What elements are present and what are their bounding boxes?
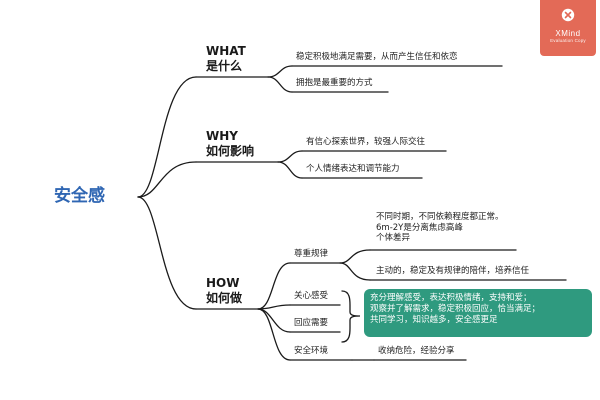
topic-why-en: WHY: [206, 129, 238, 143]
respect-note-1: 不同时期，不同依赖程度都正常。: [376, 212, 504, 222]
connector-respect-item2: [339, 262, 371, 281]
topic-what[interactable]: WHAT 是什么: [206, 44, 246, 74]
summary-highlight-box[interactable]: 充分理解感受，表达积极情绪，支持和爱； 观察并了解需求，稳定积极回应，恰当满足；…: [364, 289, 592, 337]
connector-root-what: [137, 76, 197, 198]
how-respond-topic[interactable]: 回应需要: [294, 318, 329, 328]
connector-why-item2: [277, 161, 303, 179]
why-item-1[interactable]: 有信心探索世界，较强人际交往: [306, 137, 426, 147]
connector-respect-notes: [339, 249, 371, 264]
highlight-line-3: 共同学习，知识越多，安全感更足: [370, 315, 498, 326]
root-topic[interactable]: 安全感: [54, 186, 105, 206]
topic-how-zh: 如何做: [206, 291, 243, 305]
respect-notes[interactable]: 不同时期，不同依赖程度都正常。 6m-2Y是分离焦虑高峰 个体差异: [376, 212, 504, 244]
highlight-line-2: 观察并了解需求，稳定积极回应，恰当满足；: [370, 304, 541, 315]
how-care-topic[interactable]: 关心感受: [294, 291, 329, 301]
topic-how[interactable]: HOW 如何做: [206, 276, 242, 306]
what-item-1[interactable]: 稳定积极地满足需要，从而产生信任和依恋: [296, 52, 458, 62]
topic-why-zh: 如何影响: [206, 144, 255, 158]
how-safety-topic[interactable]: 安全环境: [294, 346, 329, 356]
respect-note-3: 个体差异: [376, 233, 411, 244]
topic-how-en: HOW: [206, 276, 240, 290]
why-item-2[interactable]: 个人情绪表达和调节能力: [306, 164, 400, 174]
highlight-line-1: 充分理解感受，表达积极情绪，支持和爱；: [370, 293, 532, 303]
xmind-logo-icon: [561, 8, 575, 22]
safety-item[interactable]: 收纳危险，经验分享: [378, 346, 455, 356]
connector-how-respond: [257, 308, 291, 333]
summary-bracket: [341, 290, 361, 343]
badge-brand: XMind: [555, 29, 581, 38]
xmind-watermark-badge: XMind Evaluation Copy: [540, 0, 596, 56]
topic-what-en: WHAT: [206, 44, 246, 58]
connector-how-respect: [257, 262, 291, 310]
connector-root-why: [137, 161, 197, 198]
respect-item-2[interactable]: 主动的，稳定及有规律的陪伴，培养信任: [376, 266, 530, 276]
connector-root-how: [137, 196, 197, 310]
topic-why[interactable]: WHY 如何影响: [206, 129, 254, 159]
what-item-2[interactable]: 拥抱是最重要的方式: [296, 78, 373, 88]
respect-note-2: 6m-2Y是分离焦虑高峰: [376, 222, 463, 233]
topic-what-zh: 是什么: [206, 59, 243, 73]
connector-what-item2: [267, 76, 293, 93]
connector-what-item1: [267, 65, 293, 78]
connector-why-item1: [277, 150, 303, 163]
how-respect-topic[interactable]: 尊重规律: [294, 249, 329, 259]
badge-subtitle: Evaluation Copy: [550, 38, 586, 43]
connector-how-safety: [257, 308, 291, 361]
